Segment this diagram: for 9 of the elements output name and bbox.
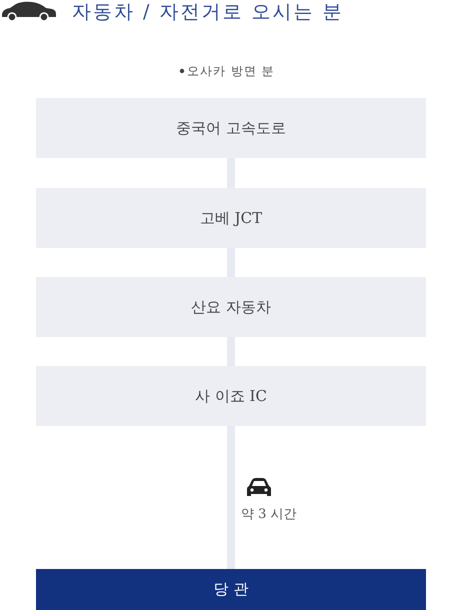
title: 자동차 / 자전거로 오시는 분 [72,0,344,24]
destination-box: 당 관 [36,569,426,610]
direction-note: 오사카 방면 분 [187,63,275,80]
route-box: 사 이죠 IC [36,366,426,426]
route-box: 고베 JCT [36,188,426,248]
edge-label: 약 3 시간 [241,506,298,524]
route-box: 산요 자동차 [36,277,426,337]
connector-line [227,426,235,569]
route-box: 중국어 고속도로 [36,98,426,158]
